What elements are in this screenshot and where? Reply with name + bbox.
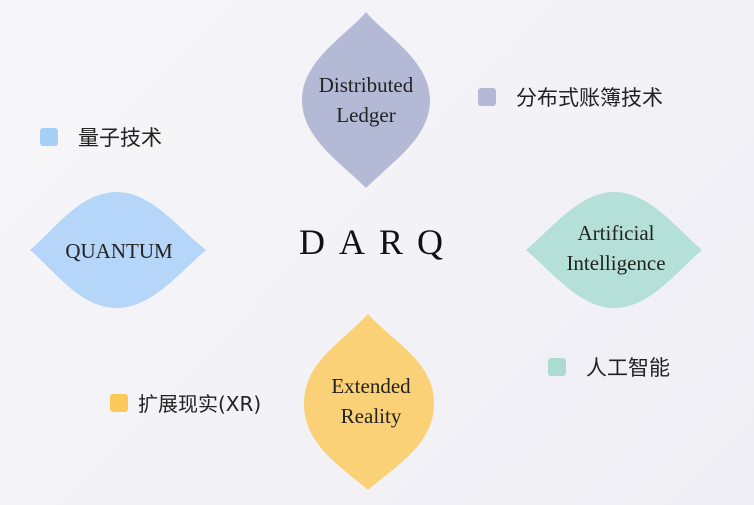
petal-ledger-line2: Ledger xyxy=(336,103,395,127)
legend-item-ledger: 分布式账簿技术 xyxy=(478,82,663,112)
legend-item-xr: 扩展现实(XR) xyxy=(110,388,261,417)
center-title: DARQ xyxy=(299,222,457,262)
petal-xr-line1: Extended xyxy=(331,374,411,398)
petal-distributed-ledger xyxy=(302,12,430,188)
legend-label-ai: 人工智能 xyxy=(586,356,670,380)
petal-artificial-intelligence xyxy=(526,192,702,308)
legend-swatch-quantum xyxy=(40,128,58,146)
petal-ai-line2: Intelligence xyxy=(566,251,665,275)
legend-label-ledger: 分布式账簿技术 xyxy=(516,86,663,110)
petal-ledger-line1: Distributed xyxy=(319,73,414,97)
legend-label-xr: 扩展现实(XR) xyxy=(138,392,262,416)
legend-label-quantum: 量子技术 xyxy=(78,126,162,150)
petal-ai-line1: Artificial xyxy=(578,221,655,245)
legend-swatch-ledger xyxy=(478,88,496,106)
petal-quantum xyxy=(30,192,206,308)
petal-xr-line2: Reality xyxy=(341,404,402,428)
petal-quantum-label: QUANTUM xyxy=(65,239,173,263)
legend-swatch-xr xyxy=(110,393,128,412)
legend-item-ai: 人工智能 xyxy=(548,352,670,382)
legend-swatch-ai xyxy=(548,358,566,376)
legend-item-quantum: 量子技术 xyxy=(40,122,162,152)
petal-extended-reality xyxy=(304,314,434,490)
